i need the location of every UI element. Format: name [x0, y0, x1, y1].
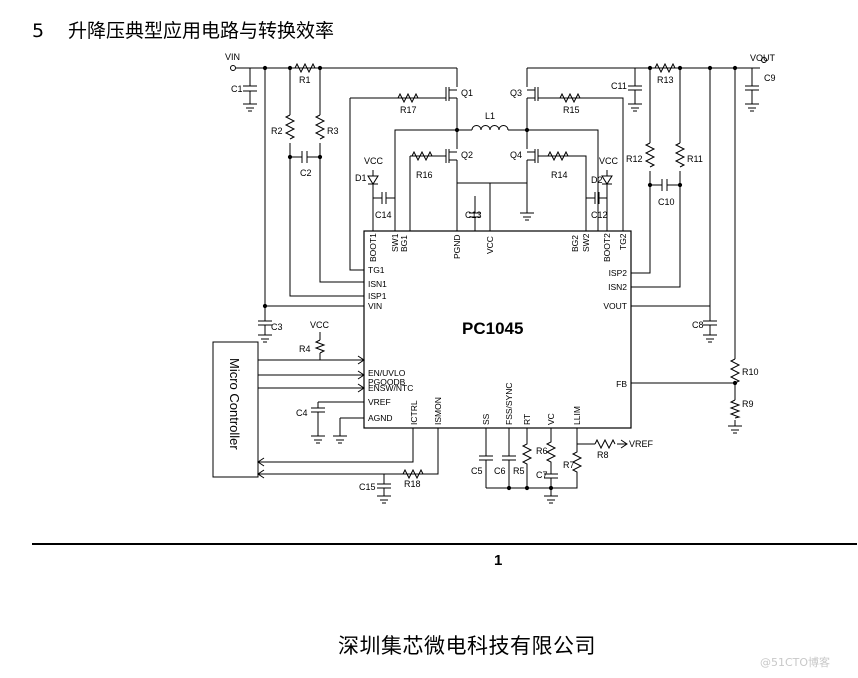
pin-vc: VC — [546, 413, 556, 425]
c8-label: C8 — [692, 320, 704, 330]
pin-ensw-ntc: ENSW/NTC — [368, 383, 413, 393]
pin-tg2: TG2 — [618, 233, 628, 250]
c9-label: C9 — [764, 73, 776, 83]
vin-label: VIN — [225, 52, 240, 62]
r5-label: R5 — [513, 466, 525, 476]
c6-label: C6 — [494, 466, 506, 476]
c14-label: C14 — [375, 210, 392, 220]
vcc-label-r4: VCC — [310, 320, 330, 330]
c11-label: C11 — [611, 81, 627, 91]
pin-vcc: VCC — [485, 236, 495, 254]
micro-controller-block — [212, 341, 259, 478]
pin-vout: VOUT — [603, 301, 627, 311]
r15-label: R15 — [563, 105, 580, 115]
section-number: 5 — [32, 20, 45, 42]
pin-isp2: ISP2 — [609, 268, 628, 278]
micro-controller-label: Micro Controller — [227, 358, 242, 450]
pin-bg2: BG2 — [570, 235, 580, 252]
r1-label: R1 — [299, 75, 311, 85]
c13-label: C13 — [465, 210, 482, 220]
pin-agnd: AGND — [368, 413, 393, 423]
r12-label: R12 — [626, 154, 643, 164]
c12-label: C12 — [591, 210, 608, 220]
c2-label: C2 — [300, 168, 312, 178]
c15-label: C15 — [359, 482, 376, 492]
d1-label: D1 — [355, 173, 367, 183]
pin-vref: VREF — [368, 397, 391, 407]
c1-label: C1 — [231, 84, 243, 94]
pin-boot1: BOOT1 — [368, 233, 378, 262]
r11-label: R11 — [687, 154, 703, 164]
pin-isn1: ISN1 — [368, 279, 387, 289]
pin-llim: LLIM — [572, 406, 582, 425]
ic-body — [363, 230, 632, 429]
r13-label: R13 — [657, 75, 674, 85]
r9-label: R9 — [742, 399, 754, 409]
vref-label: VREF — [629, 439, 654, 449]
c4-label: C4 — [296, 408, 308, 418]
vcc-label-right: VCC — [599, 156, 619, 166]
q1-label: Q1 — [461, 88, 473, 98]
pin-fss-sync: FSS/SYNC — [504, 382, 514, 425]
c3-label: C3 — [271, 322, 283, 332]
pin-sw1: SW1 — [390, 233, 400, 252]
d2-label: D2 — [591, 175, 603, 185]
ic-name: PC1045 — [462, 319, 523, 338]
pin-fb: FB — [616, 379, 627, 389]
r18-label: R18 — [404, 479, 421, 489]
q2-label: Q2 — [461, 150, 473, 160]
watermark: @51CTO博客 — [760, 656, 831, 669]
r16-label: R16 — [416, 170, 433, 180]
boost-buck-schematic: VIN VOUT C1 R1 R2 R3 C2 C3 R17 Q1 L1 Q2 … — [212, 52, 776, 504]
r6-label: R6 — [536, 446, 548, 456]
c10-label: C10 — [658, 197, 675, 207]
pin-sw2: SW2 — [581, 233, 591, 252]
q4-label: Q4 — [510, 150, 522, 160]
page-number: 1 — [494, 552, 503, 569]
pin-pgnd: PGND — [452, 234, 462, 259]
c5-label: C5 — [471, 466, 483, 476]
pin-bg1: BG1 — [399, 235, 409, 252]
pin-tg1: TG1 — [368, 265, 385, 275]
r7-label: R7 — [563, 460, 575, 470]
r3-label: R3 — [327, 126, 339, 136]
r2-label: R2 — [271, 126, 283, 136]
r10-label: R10 — [742, 367, 759, 377]
r14-label: R14 — [551, 170, 568, 180]
pin-ictrl: ICTRL — [409, 400, 419, 425]
section-title: 升降压典型应用电路与转换效率 — [68, 20, 335, 42]
pin-ismon: ISMON — [433, 397, 443, 425]
r4-label: R4 — [299, 344, 311, 354]
pin-vin: VIN — [368, 301, 382, 311]
footer-divider — [32, 543, 857, 545]
c7-label: C7 — [536, 470, 548, 480]
l1-label: L1 — [485, 111, 495, 121]
pin-isn2: ISN2 — [608, 282, 627, 292]
q3-label: Q3 — [510, 88, 522, 98]
section-heading: 5 升降压典型应用电路与转换效率 — [32, 16, 334, 43]
r17-label: R17 — [400, 105, 417, 115]
pin-isp1: ISP1 — [368, 291, 387, 301]
company-name: 深圳集芯微电科技有限公司 — [338, 634, 596, 658]
r8-label: R8 — [597, 450, 609, 460]
pin-ss: SS — [481, 413, 491, 425]
vcc-label-left: VCC — [364, 156, 384, 166]
vout-label: VOUT — [750, 53, 776, 63]
pin-pgoodb: PGOODB — [368, 377, 406, 387]
pin-en-uvlo: EN/UVLO — [368, 368, 406, 378]
pin-rt: RT — [522, 414, 532, 425]
pin-boot2: BOOT2 — [602, 233, 612, 262]
